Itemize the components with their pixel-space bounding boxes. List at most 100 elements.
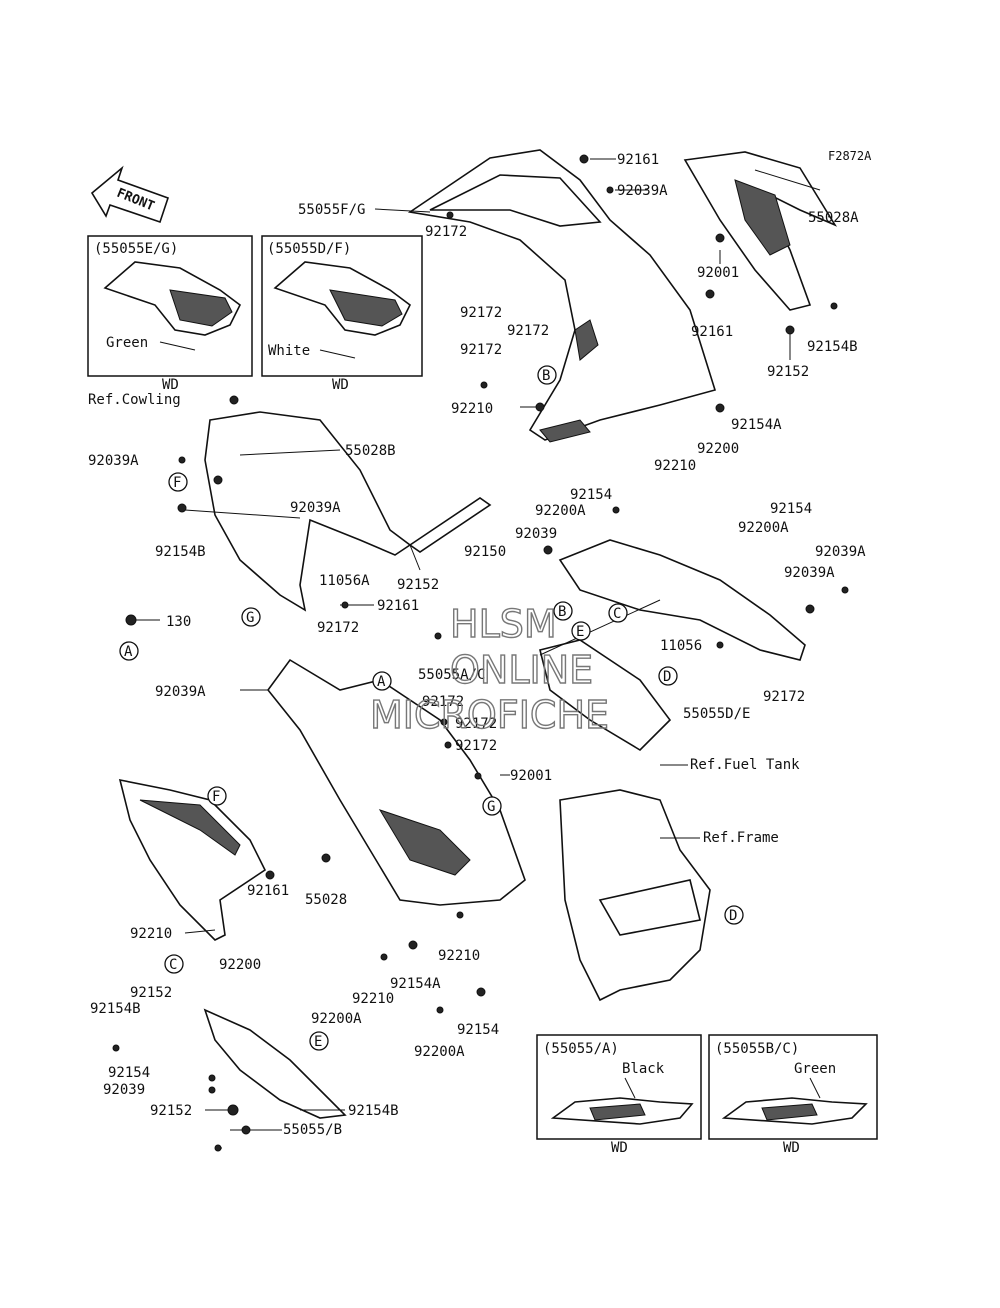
inset-note: WD <box>162 377 179 393</box>
part-label: 92200 <box>219 957 261 973</box>
part-label: 92039A <box>617 183 668 199</box>
inset-note: WD <box>332 377 349 393</box>
part-label: 11056A <box>319 573 370 589</box>
callout-label: F <box>173 475 181 491</box>
part-label: 92200A <box>535 503 586 519</box>
part-label: 92200A <box>311 1011 362 1027</box>
part-label: 92154B <box>807 339 858 355</box>
callout-label: D <box>729 908 737 924</box>
part-label: 92172 <box>460 342 502 358</box>
inset-title: (55055/A) <box>543 1041 619 1057</box>
part-label: 92172 <box>455 716 497 732</box>
part-label: 92039A <box>88 453 139 469</box>
fasteners <box>112 154 849 1152</box>
inset-color: Black <box>622 1061 665 1077</box>
part-label: 55028 <box>305 892 347 908</box>
inset-color: Green <box>794 1061 836 1077</box>
callout-label: F <box>212 789 220 805</box>
callout-label: G <box>246 610 254 626</box>
part-label: 92039A <box>815 544 866 560</box>
part-label: 92210 <box>654 458 696 474</box>
callout-label: G <box>487 799 495 815</box>
callout-label: A <box>377 674 386 690</box>
part-label: 92210 <box>451 401 493 417</box>
part-label: 92161 <box>377 598 419 614</box>
part-label: 130 <box>166 614 191 630</box>
part-label: 92154 <box>570 487 612 503</box>
part-label: 92161 <box>617 152 659 168</box>
part-label: 55055F/G <box>298 202 365 218</box>
part-label: 92172 <box>455 738 497 754</box>
watermark-line-2: ONLINE <box>450 648 593 692</box>
part-label: 92039A <box>784 565 835 581</box>
part-label: 55055/B <box>283 1122 342 1138</box>
part-label: 92172 <box>422 694 464 710</box>
callout-label: B <box>542 368 550 384</box>
frame <box>559 789 711 1002</box>
part-label: 55028A <box>808 210 859 226</box>
lower-side-panel <box>118 778 267 941</box>
part-label: 92152 <box>150 1103 192 1119</box>
part-label: 92210 <box>352 991 394 1007</box>
part-label: 92039A <box>155 684 206 700</box>
callout-label: D <box>663 669 671 685</box>
part-label: 92001 <box>697 265 739 281</box>
part-label: 92154B <box>348 1103 399 1119</box>
callout-circles: A A B B C C D D E E F F G G <box>119 365 744 1051</box>
inset-title: (55055E/G) <box>94 241 178 257</box>
part-label: 92039 <box>515 526 557 542</box>
part-label: 92154B <box>155 544 206 560</box>
part-label: 92172 <box>460 305 502 321</box>
inset-note: WD <box>611 1140 628 1156</box>
inset-55055EG: (55055E/G) Green WD <box>87 235 253 393</box>
part-label: 55028B <box>345 443 396 459</box>
upper-side-panel <box>683 151 837 311</box>
part-label: 92210 <box>438 948 480 964</box>
inset-color: White <box>268 343 310 359</box>
inset-title: (55055D/F) <box>267 241 351 257</box>
part-label: 11056 <box>660 638 702 654</box>
lower-cowl-right <box>539 539 806 752</box>
callout-label: B <box>558 604 566 620</box>
watermark: HLSM ONLINE MICROFICHE <box>369 601 609 737</box>
part-label: 92172 <box>507 323 549 339</box>
callout-label: C <box>613 606 621 622</box>
callout-label: E <box>576 624 584 640</box>
part-label: 92200A <box>738 520 789 536</box>
part-label: 92039A <box>290 500 341 516</box>
part-label: 92200 <box>697 441 739 457</box>
part-label: 92161 <box>691 324 733 340</box>
watermark-line-1: HLSM <box>450 602 557 646</box>
figure-code: F2872A <box>828 149 872 163</box>
inset-color: Green <box>106 335 148 351</box>
part-label: 92172 <box>317 620 359 636</box>
middle-cowl <box>266 658 526 906</box>
part-label: 92154 <box>457 1022 499 1038</box>
ref-fuel-tank-label: Ref.Fuel Tank <box>690 757 800 773</box>
inset-note: WD <box>783 1140 800 1156</box>
callout-label: C <box>169 957 177 973</box>
callout-label: A <box>124 644 133 660</box>
part-label: 92154 <box>108 1065 150 1081</box>
part-label: 92150 <box>464 544 506 560</box>
lower-cowl-left <box>203 1008 347 1119</box>
part-label: 92001 <box>510 768 552 784</box>
part-label: 92154B <box>90 1001 141 1017</box>
part-label: 92161 <box>247 883 289 899</box>
part-label: 92152 <box>130 985 172 1001</box>
part-label: 92172 <box>763 689 805 705</box>
part-label: 92154A <box>731 417 782 433</box>
inset-55055DF: (55055D/F) White WD <box>261 235 423 393</box>
part-label: 92152 <box>767 364 809 380</box>
part-label: 92172 <box>425 224 467 240</box>
part-label: 55055A/C <box>418 667 485 683</box>
part-label: 92200A <box>414 1044 465 1060</box>
part-label: 92039 <box>103 1082 145 1098</box>
part-label: 92210 <box>130 926 172 942</box>
part-label: 55055D/E <box>683 706 750 722</box>
callout-label: E <box>314 1034 322 1050</box>
inset-55055BC: (55055B/C) Green WD <box>708 1034 878 1156</box>
watermark-line-3: MICROFICHE <box>370 693 609 737</box>
part-label: 92152 <box>397 577 439 593</box>
